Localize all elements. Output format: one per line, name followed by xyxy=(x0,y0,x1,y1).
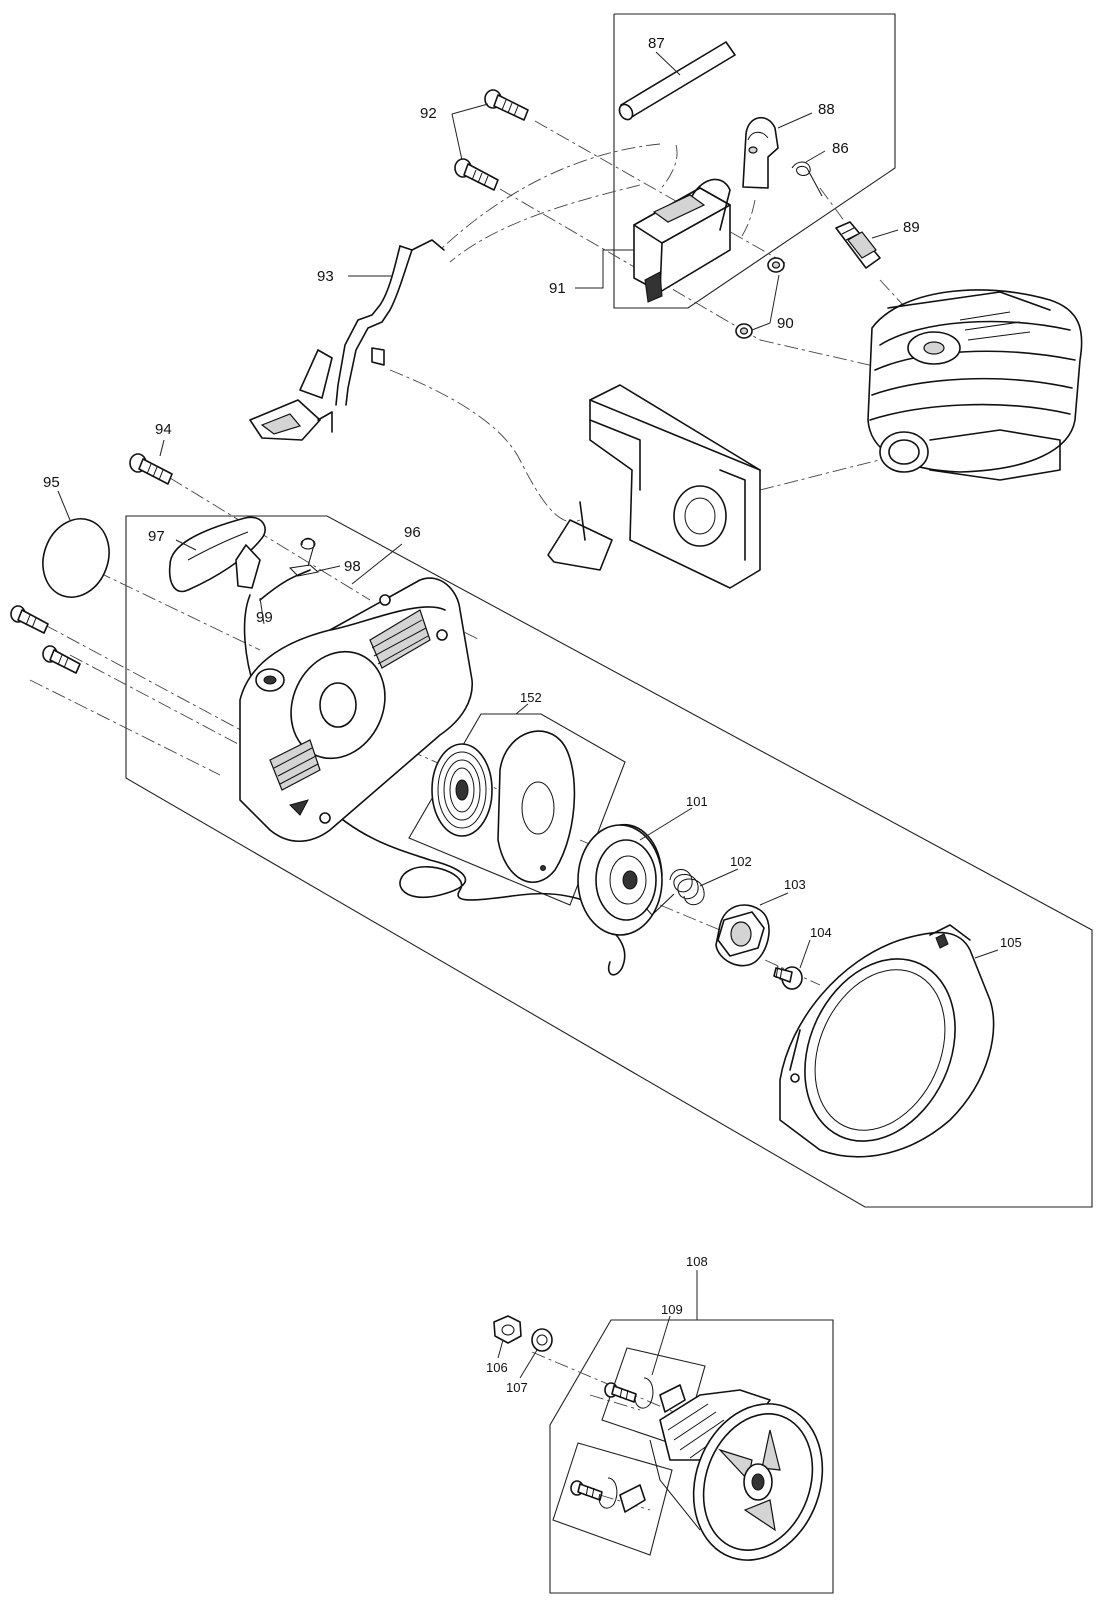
part-86-spring xyxy=(791,161,823,197)
callout-91: 91 xyxy=(549,280,566,297)
callout-106: 106 xyxy=(486,1360,508,1375)
part-92-screws xyxy=(454,89,529,191)
part-89-spark-plug xyxy=(835,221,881,269)
ignition-group-frame xyxy=(613,13,896,309)
part-93-throttle-linkage xyxy=(249,239,445,441)
part-90-washers xyxy=(735,257,785,339)
callout-90: 90 xyxy=(777,315,794,332)
flywheel-frame-108 xyxy=(549,1319,834,1594)
callout-108: 108 xyxy=(686,1254,708,1269)
part-intake-bracket xyxy=(547,384,761,589)
part-102-spring xyxy=(645,869,705,916)
callout-98: 98 xyxy=(344,558,361,575)
callout-labels: 87 88 86 89 90 91 92 93 94 95 96 97 98 9… xyxy=(43,35,1022,1395)
callout-109: 109 xyxy=(661,1302,683,1317)
callout-103: 103 xyxy=(784,877,806,892)
callout-86: 86 xyxy=(832,140,849,157)
part-cylinder xyxy=(867,289,1083,481)
callout-152: 152 xyxy=(520,690,542,705)
part-108-flywheel xyxy=(649,1389,824,1561)
callout-97: 97 xyxy=(148,528,165,545)
part-97-handle xyxy=(168,516,266,593)
part-107-washer xyxy=(531,1328,553,1352)
part-109-pawl xyxy=(604,1377,686,1413)
starter-housing-frame xyxy=(125,515,1093,1208)
callout-107: 107 xyxy=(506,1380,528,1395)
part-94-screw xyxy=(129,453,173,485)
part-95-seal xyxy=(42,518,110,598)
part-starter-screws xyxy=(10,605,81,674)
part-91-ignition-coil xyxy=(633,178,731,303)
callout-88: 88 xyxy=(818,101,835,118)
callout-94: 94 xyxy=(155,421,172,438)
callout-89: 89 xyxy=(903,219,920,236)
part-88-spark-plug-cap xyxy=(742,117,779,189)
part-104-screw xyxy=(773,965,803,990)
callout-101: 101 xyxy=(686,794,708,809)
callout-102: 102 xyxy=(730,854,752,869)
part-87-rod xyxy=(618,41,736,121)
part-105-fan-cover xyxy=(779,924,995,1158)
part-106-nut xyxy=(493,1315,522,1344)
part-103-ratchet xyxy=(715,904,770,967)
leader-lines xyxy=(57,51,999,1379)
callout-99: 99 xyxy=(256,609,273,626)
callout-95: 95 xyxy=(43,474,60,491)
callout-92: 92 xyxy=(420,105,437,122)
part-152-spring-kit xyxy=(431,730,576,883)
callout-93: 93 xyxy=(317,268,334,285)
callout-96: 96 xyxy=(404,524,421,541)
part-96-starter-housing xyxy=(239,577,473,842)
callout-105: 105 xyxy=(1000,935,1022,950)
pawl-lower-frame xyxy=(552,1442,673,1556)
part-101-pulley xyxy=(577,823,663,936)
part-pawl-lower xyxy=(570,1477,646,1513)
callout-104: 104 xyxy=(810,925,832,940)
part-98-clip xyxy=(288,537,320,577)
alignment-lines xyxy=(29,120,961,1511)
callout-87: 87 xyxy=(648,35,665,52)
